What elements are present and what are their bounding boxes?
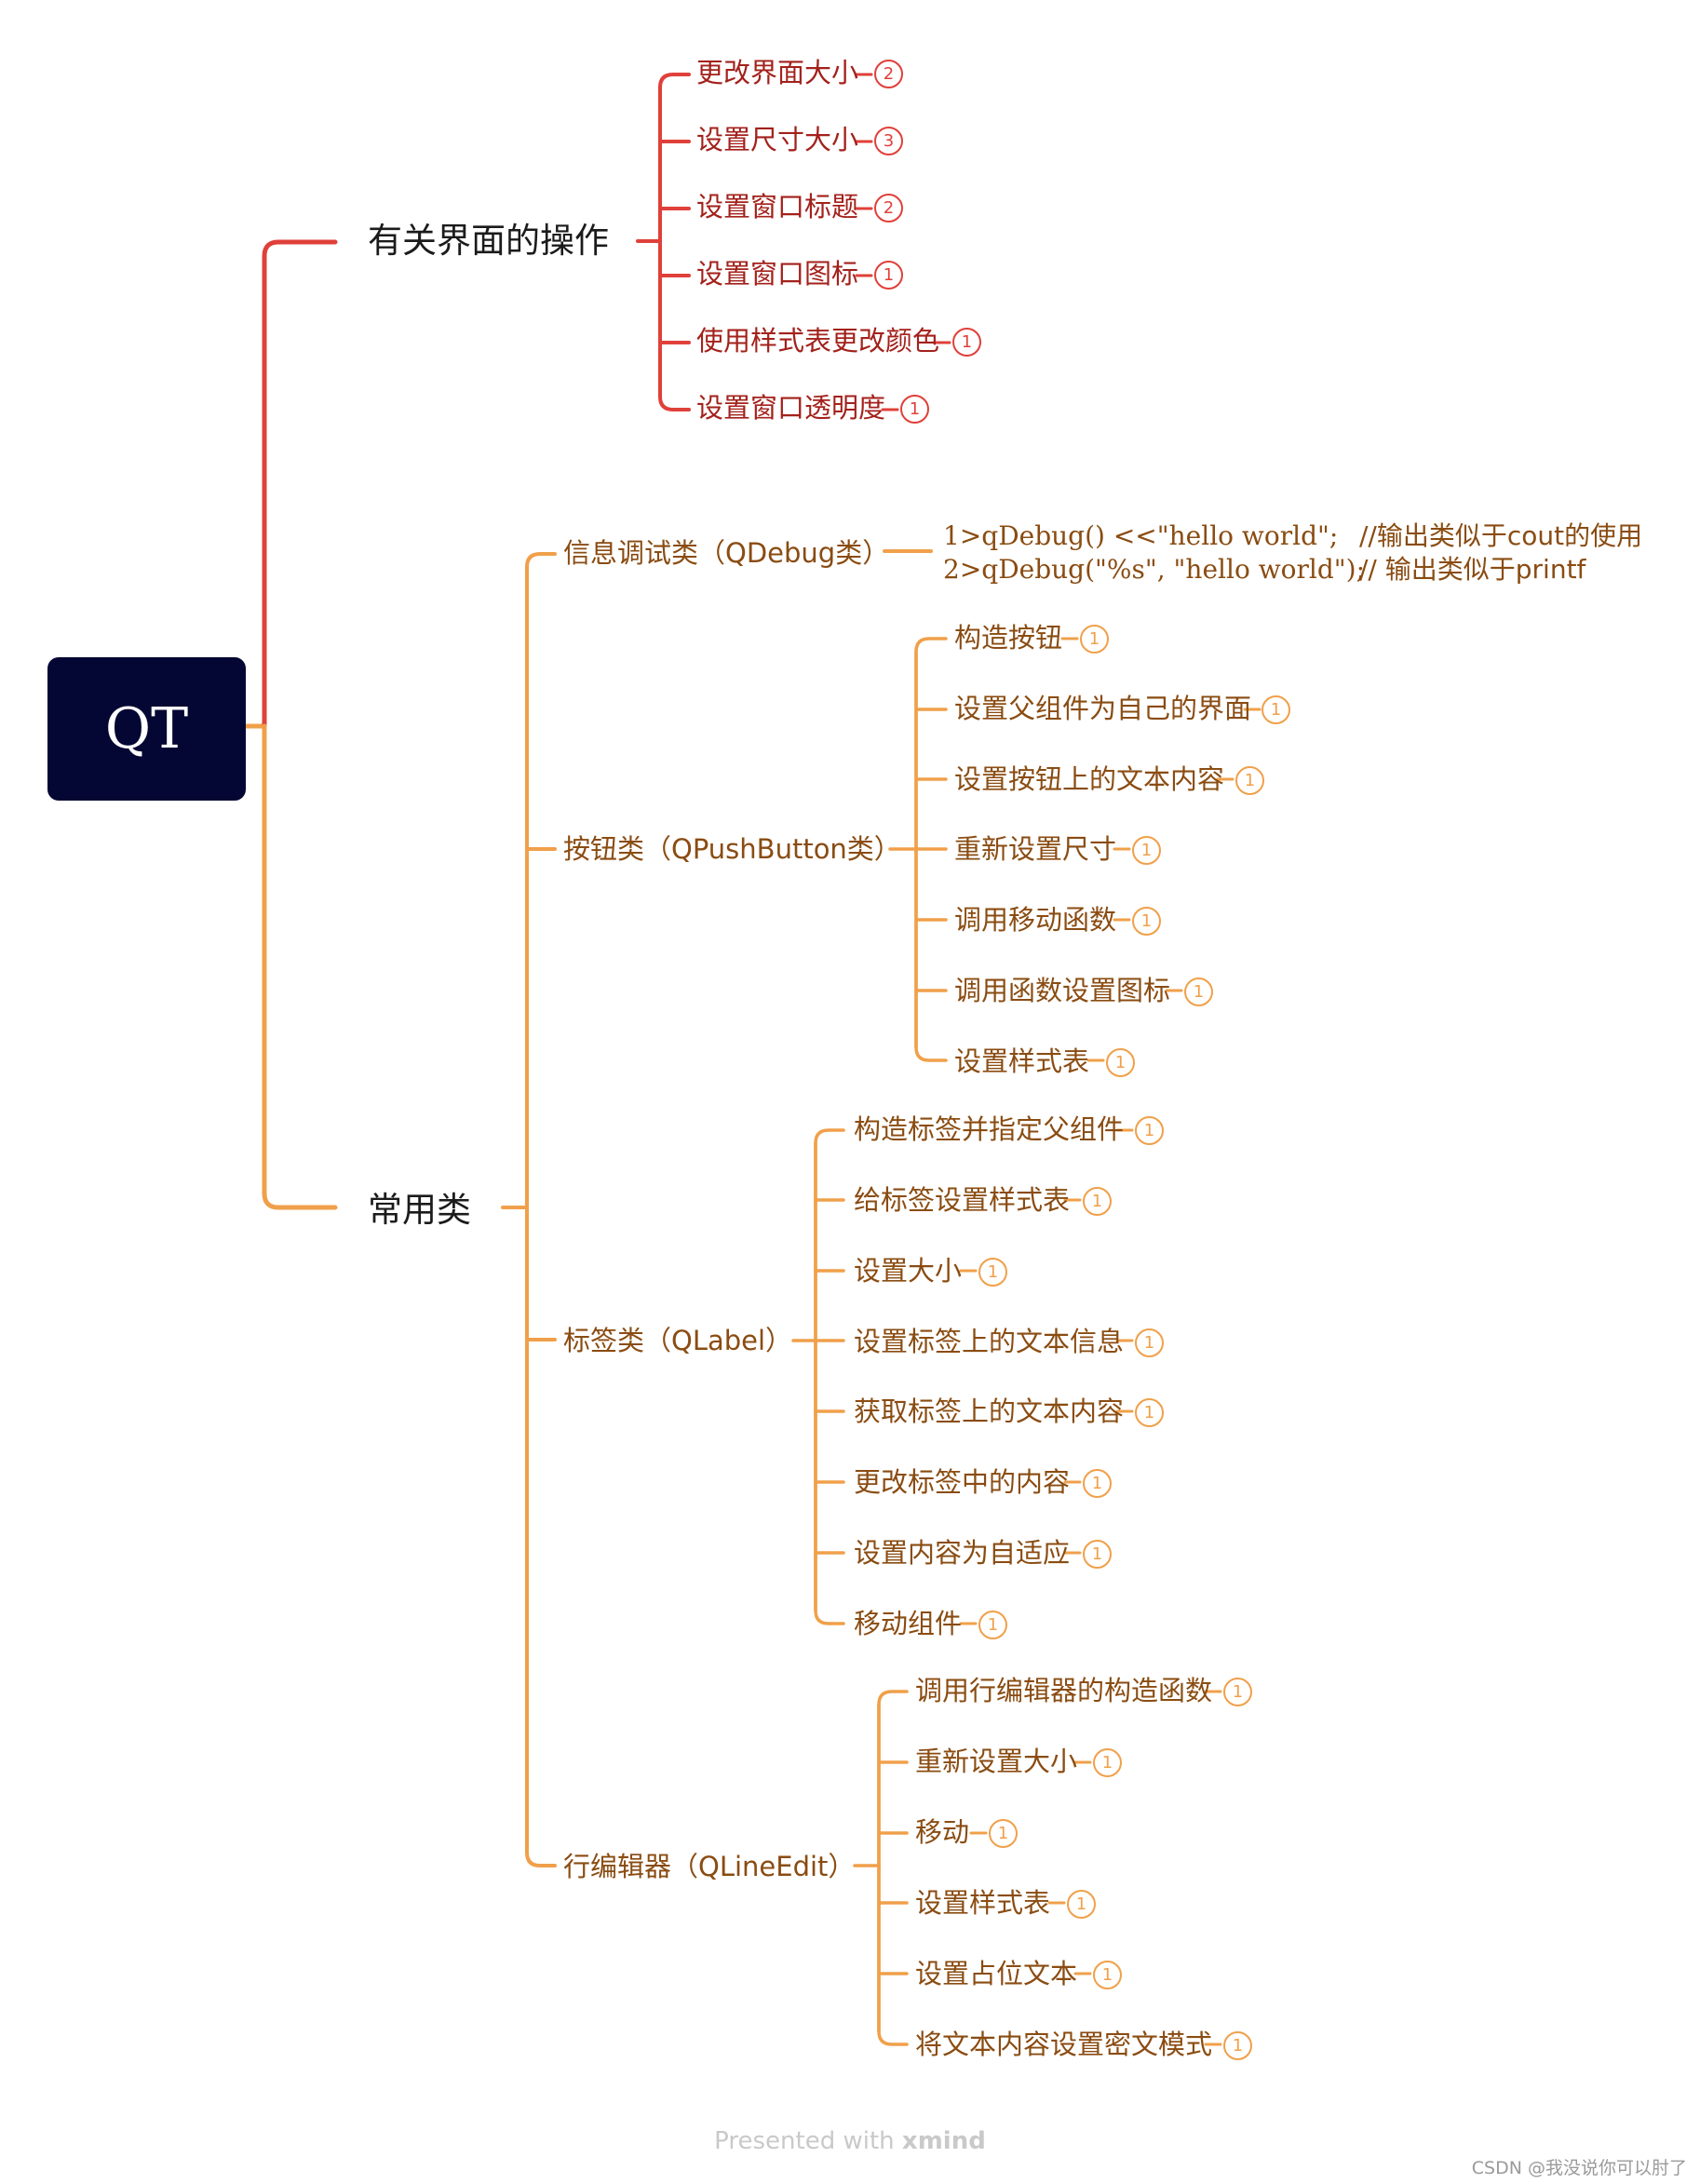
leaf-resize-window[interactable]: 更改界面大小: [696, 57, 859, 88]
presented-with-footer: Presented with xmind: [0, 2127, 1700, 2155]
leaf-construct-label[interactable]: 构造标签并指定父组件: [854, 1113, 1125, 1145]
node-qlabel[interactable]: 标签类（QLabel）: [563, 1325, 793, 1356]
count-badge: 1: [978, 1258, 1007, 1287]
leaf-set-parent[interactable]: 设置父组件为自己的界面: [954, 693, 1252, 724]
count-badge: 1: [1132, 836, 1161, 865]
leaf-set-size-label[interactable]: 设置大小: [854, 1255, 963, 1287]
code-line-2: 2>qDebug("%s", "hello world");: [943, 554, 1366, 585]
count-badge: 1: [1067, 1890, 1096, 1919]
count-badge: 1: [952, 328, 981, 357]
count-badge: 1: [1135, 1398, 1164, 1427]
count-badge: 1: [989, 1819, 1018, 1848]
count-badge: 1: [1223, 2031, 1252, 2060]
qlabel-bracket-edge: [814, 1128, 845, 1342]
count-badge: 1: [1132, 907, 1161, 936]
leaf-lineedit-stylesheet[interactable]: 设置样式表: [915, 1887, 1051, 1919]
node-qpushbutton[interactable]: 按钮类（QPushButton类）: [563, 833, 901, 865]
count-badge: 1: [900, 395, 929, 424]
footer-prefix: Presented with: [714, 2127, 902, 2155]
count-badge: 3: [874, 127, 903, 155]
leaf-set-size[interactable]: 设置尺寸大小: [696, 124, 859, 155]
count-badge: 1: [1093, 1748, 1122, 1777]
count-badge: 1: [1083, 1540, 1112, 1569]
branch-1-bracket-edge: [525, 552, 557, 1209]
count-badge: 1: [1135, 1116, 1164, 1145]
leaf-call-move[interactable]: 调用移动函数: [954, 904, 1117, 936]
count-badge: 1: [1093, 1961, 1122, 1989]
count-badge: 1: [1135, 1328, 1164, 1357]
branch-common-classes[interactable]: 常用类: [368, 1190, 471, 1230]
branch-0-bracket-edge: [658, 239, 691, 411]
leaf-construct-button[interactable]: 构造按钮: [954, 622, 1063, 654]
leaf-set-title[interactable]: 设置窗口标题: [696, 191, 859, 222]
leaf-move-widget[interactable]: 移动组件: [854, 1608, 963, 1639]
qlineedit-bracket-edge: [877, 1864, 909, 2046]
count-badge: 1: [1080, 625, 1109, 654]
leaf-move[interactable]: 移动: [915, 1816, 970, 1848]
leaf-placeholder-text[interactable]: 设置占位文本: [915, 1958, 1078, 1989]
code-comment-2: // 输出类似于printf: [1359, 554, 1586, 585]
leaf-set-button-text[interactable]: 设置按钮上的文本内容: [954, 763, 1225, 795]
qpushbutton-bracket-edge: [914, 847, 948, 1062]
count-badge: 1: [1223, 1678, 1252, 1706]
leaf-set-label-text[interactable]: 设置标签上的文本信息: [854, 1326, 1125, 1357]
branch-1-bracket-edge: [525, 1206, 557, 1867]
leaf-get-label-text[interactable]: 获取标签上的文本内容: [854, 1395, 1125, 1427]
branch-ui-operations[interactable]: 有关界面的操作: [368, 221, 609, 261]
watermark: CSDN @我没说你可以肘了: [1471, 2158, 1687, 2178]
code-line-1: 1>qDebug() <<"hello world";: [943, 520, 1339, 551]
leaf-label-stylesheet[interactable]: 给标签设置样式表: [854, 1184, 1071, 1216]
root-to-branch-1: [262, 723, 338, 1210]
count-badge: 1: [1262, 695, 1290, 724]
count-badge: 1: [978, 1611, 1007, 1639]
leaf-password-mode[interactable]: 将文本内容设置密文模式: [915, 2029, 1213, 2060]
qlineedit-bracket-edge: [877, 1690, 909, 1867]
leaf-resize[interactable]: 重新设置尺寸: [954, 833, 1117, 865]
root-node[interactable]: QT: [47, 657, 246, 801]
branch-0-bracket-edge: [658, 73, 691, 243]
xmind-logo: xmind: [901, 2127, 986, 2155]
count-badge: 2: [874, 60, 903, 88]
count-badge: 1: [1083, 1187, 1112, 1216]
root-label: QT: [104, 696, 189, 762]
leaf-set-icon-func[interactable]: 调用函数设置图标: [954, 975, 1171, 1006]
leaf-set-icon[interactable]: 设置窗口图标: [696, 258, 859, 290]
count-badge: 1: [1235, 766, 1264, 795]
leaf-construct-lineedit[interactable]: 调用行编辑器的构造函数: [915, 1675, 1213, 1706]
leaf-change-label-content[interactable]: 更改标签中的内容: [854, 1466, 1071, 1498]
count-badge: 1: [1106, 1048, 1135, 1077]
qpushbutton-bracket-edge: [914, 637, 948, 851]
root-to-branch-0: [262, 239, 338, 729]
leaf-set-stylesheet[interactable]: 设置样式表: [954, 1045, 1090, 1077]
node-qdebug[interactable]: 信息调试类（QDebug类）: [563, 537, 890, 569]
count-badge: 1: [1184, 977, 1213, 1006]
code-comment-1: //输出类似于cout的使用: [1359, 520, 1643, 551]
count-badge: 1: [874, 261, 903, 290]
count-badge: 2: [874, 194, 903, 222]
leaf-stylesheet-color[interactable]: 使用样式表更改颜色: [696, 325, 940, 357]
node-qlineedit[interactable]: 行编辑器（QLineEdit）: [563, 1851, 856, 1882]
leaf-resize-lineedit[interactable]: 重新设置大小: [915, 1746, 1078, 1777]
count-badge: 1: [1083, 1469, 1112, 1498]
leaf-auto-fit[interactable]: 设置内容为自适应: [854, 1537, 1071, 1569]
leaf-set-opacity[interactable]: 设置窗口透明度: [696, 392, 886, 424]
